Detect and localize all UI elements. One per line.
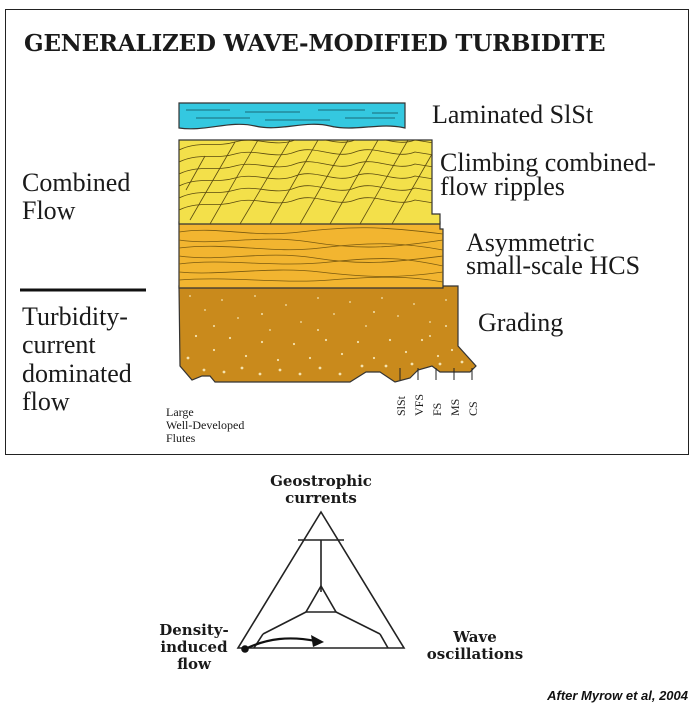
grain-size-label: CS (466, 401, 480, 416)
ternary-left-label-1: Density- (159, 621, 229, 639)
grain-size-ticks (399, 368, 473, 380)
ternary-diagram (236, 510, 406, 649)
hcs-layer (178, 221, 444, 289)
ternary-right-label-1: Wave (453, 628, 497, 646)
turbidity-label-2: current (22, 330, 96, 359)
flutes-label-1: Large (166, 405, 194, 419)
ripples-layer (178, 139, 441, 225)
figure-frame (5, 9, 689, 455)
climbing-label-1: Climbing combined- (440, 148, 656, 177)
asymmetric-label-1: Asymmetric (466, 228, 595, 257)
figure-title: GENERALIZED WAVE-MODIFIED TURBIDITE (24, 30, 606, 57)
grain-size-label: VFS (412, 393, 426, 416)
asymmetric-label-2: small-scale HCS (466, 251, 641, 280)
credit-line: After Myrow et al, 2004 (547, 688, 688, 703)
turbidity-label-4: flow (22, 387, 70, 416)
grain-size-label: FS (430, 402, 444, 416)
ternary-left-label-2: induced (160, 638, 228, 656)
flutes-label-2: Well-Developed (166, 418, 245, 432)
combined-flow-label-2: Flow (22, 196, 76, 225)
ternary-outline (236, 510, 406, 649)
flutes-label-3: Flutes (166, 431, 196, 445)
arrowhead (311, 635, 324, 647)
grading-speckles (186, 295, 464, 376)
flow-arrow (241, 635, 324, 653)
combined-flow-label-1: Combined (22, 168, 131, 197)
ternary-top-label-1: Geostrophic (270, 472, 372, 490)
grain-size-label: MS (448, 398, 462, 416)
grading-layer (178, 285, 477, 383)
turbidity-label-3: dominated (22, 359, 132, 388)
ripple-laminae (179, 140, 440, 224)
ternary-right-label-2: oscillations (426, 645, 524, 663)
laminated-label: Laminated SlSt (432, 100, 594, 129)
hcs-laminae (179, 227, 443, 283)
grain-size-label: SlSt (394, 395, 408, 416)
laminated-laminae (186, 109, 398, 121)
climbing-label-2: flow ripples (440, 172, 565, 201)
grading-label: Grading (478, 308, 564, 337)
laminated-layer (178, 102, 406, 130)
ternary-left-label-3: flow (177, 655, 211, 673)
turbidity-label-1: Turbidity- (22, 302, 128, 331)
ternary-top-label-2: currents (285, 489, 357, 507)
